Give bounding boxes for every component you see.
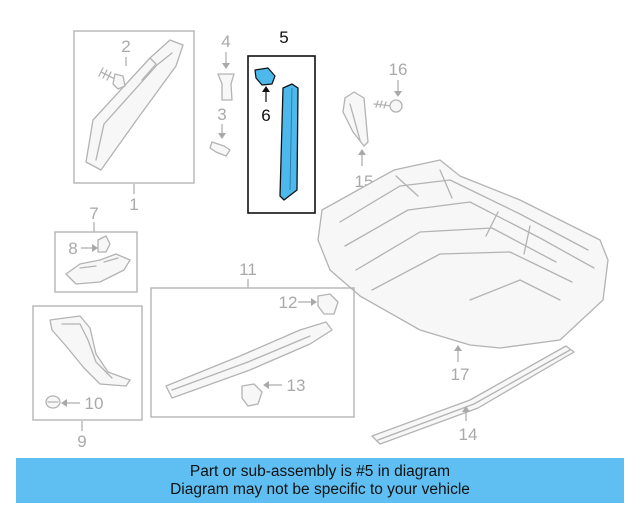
part-7-group: 7 8 [54, 204, 138, 293]
callout-14: 14 [459, 425, 478, 444]
part-5-box [247, 55, 316, 214]
floor-panel-17-ribs [339, 169, 595, 301]
part-1-group: 2 1 [73, 30, 195, 214]
callout-2: 2 [121, 37, 130, 56]
sill-strip-14 [371, 345, 575, 445]
part-17-group: 17 [317, 159, 609, 384]
clip-8-icon [97, 235, 111, 253]
callout-1: 1 [129, 195, 138, 214]
pillar-trim-1 [85, 39, 184, 171]
callout-16: 16 [389, 60, 408, 79]
callout-5: 5 [279, 28, 288, 47]
part-1-box [73, 30, 195, 184]
part-15-16-group: 16 15 [342, 60, 408, 191]
info-banner: Part or sub-assembly is #5 in diagram Di… [16, 458, 624, 503]
trim-15 [342, 91, 369, 147]
pillar-trim-1-edge [95, 52, 173, 161]
clip-10-icon [45, 395, 61, 409]
part-11-group: 11 12 13 [150, 260, 355, 418]
part-6-bracket [254, 67, 276, 86]
floor-panel-17 [317, 159, 609, 349]
clip-12-icon [317, 293, 339, 315]
part-5-group: 5 6 [247, 28, 316, 214]
callout-17: 17 [451, 365, 470, 384]
callout-9: 9 [77, 432, 86, 451]
part-11-box [150, 287, 355, 418]
part-3-group: 3 [209, 105, 231, 157]
scuff-plate-11 [165, 321, 333, 399]
clip-4-icon [217, 73, 235, 101]
bracket-7 [65, 253, 131, 285]
screw-2-icon [98, 67, 126, 90]
screw-16-icon [373, 99, 403, 113]
part-9-box [32, 305, 143, 421]
callout-6: 6 [261, 106, 270, 125]
banner-line-1: Part or sub-assembly is #5 in diagram [189, 462, 451, 480]
part-9-group: 10 9 [32, 305, 143, 451]
part-14-group: 14 [371, 345, 575, 445]
callout-7: 7 [89, 204, 98, 223]
callout-8: 8 [68, 239, 77, 258]
callout-12: 12 [279, 293, 298, 312]
banner-line-2: Diagram may not be specific to your vehi… [170, 480, 470, 498]
clip-13-icon [241, 383, 263, 407]
callout-4: 4 [221, 32, 230, 51]
part-7-box [54, 231, 138, 293]
pillar-trim-5-edge [289, 87, 293, 191]
callout-13: 13 [287, 376, 306, 395]
part-4-group: 4 [217, 32, 235, 101]
callout-10: 10 [85, 394, 104, 413]
callout-11: 11 [239, 260, 257, 279]
pillar-trim-5 [279, 83, 299, 201]
callout-3: 3 [217, 105, 226, 124]
trim-9 [49, 315, 131, 387]
pin-3-icon [209, 141, 231, 157]
pillar-trim-1-clip [141, 57, 157, 81]
